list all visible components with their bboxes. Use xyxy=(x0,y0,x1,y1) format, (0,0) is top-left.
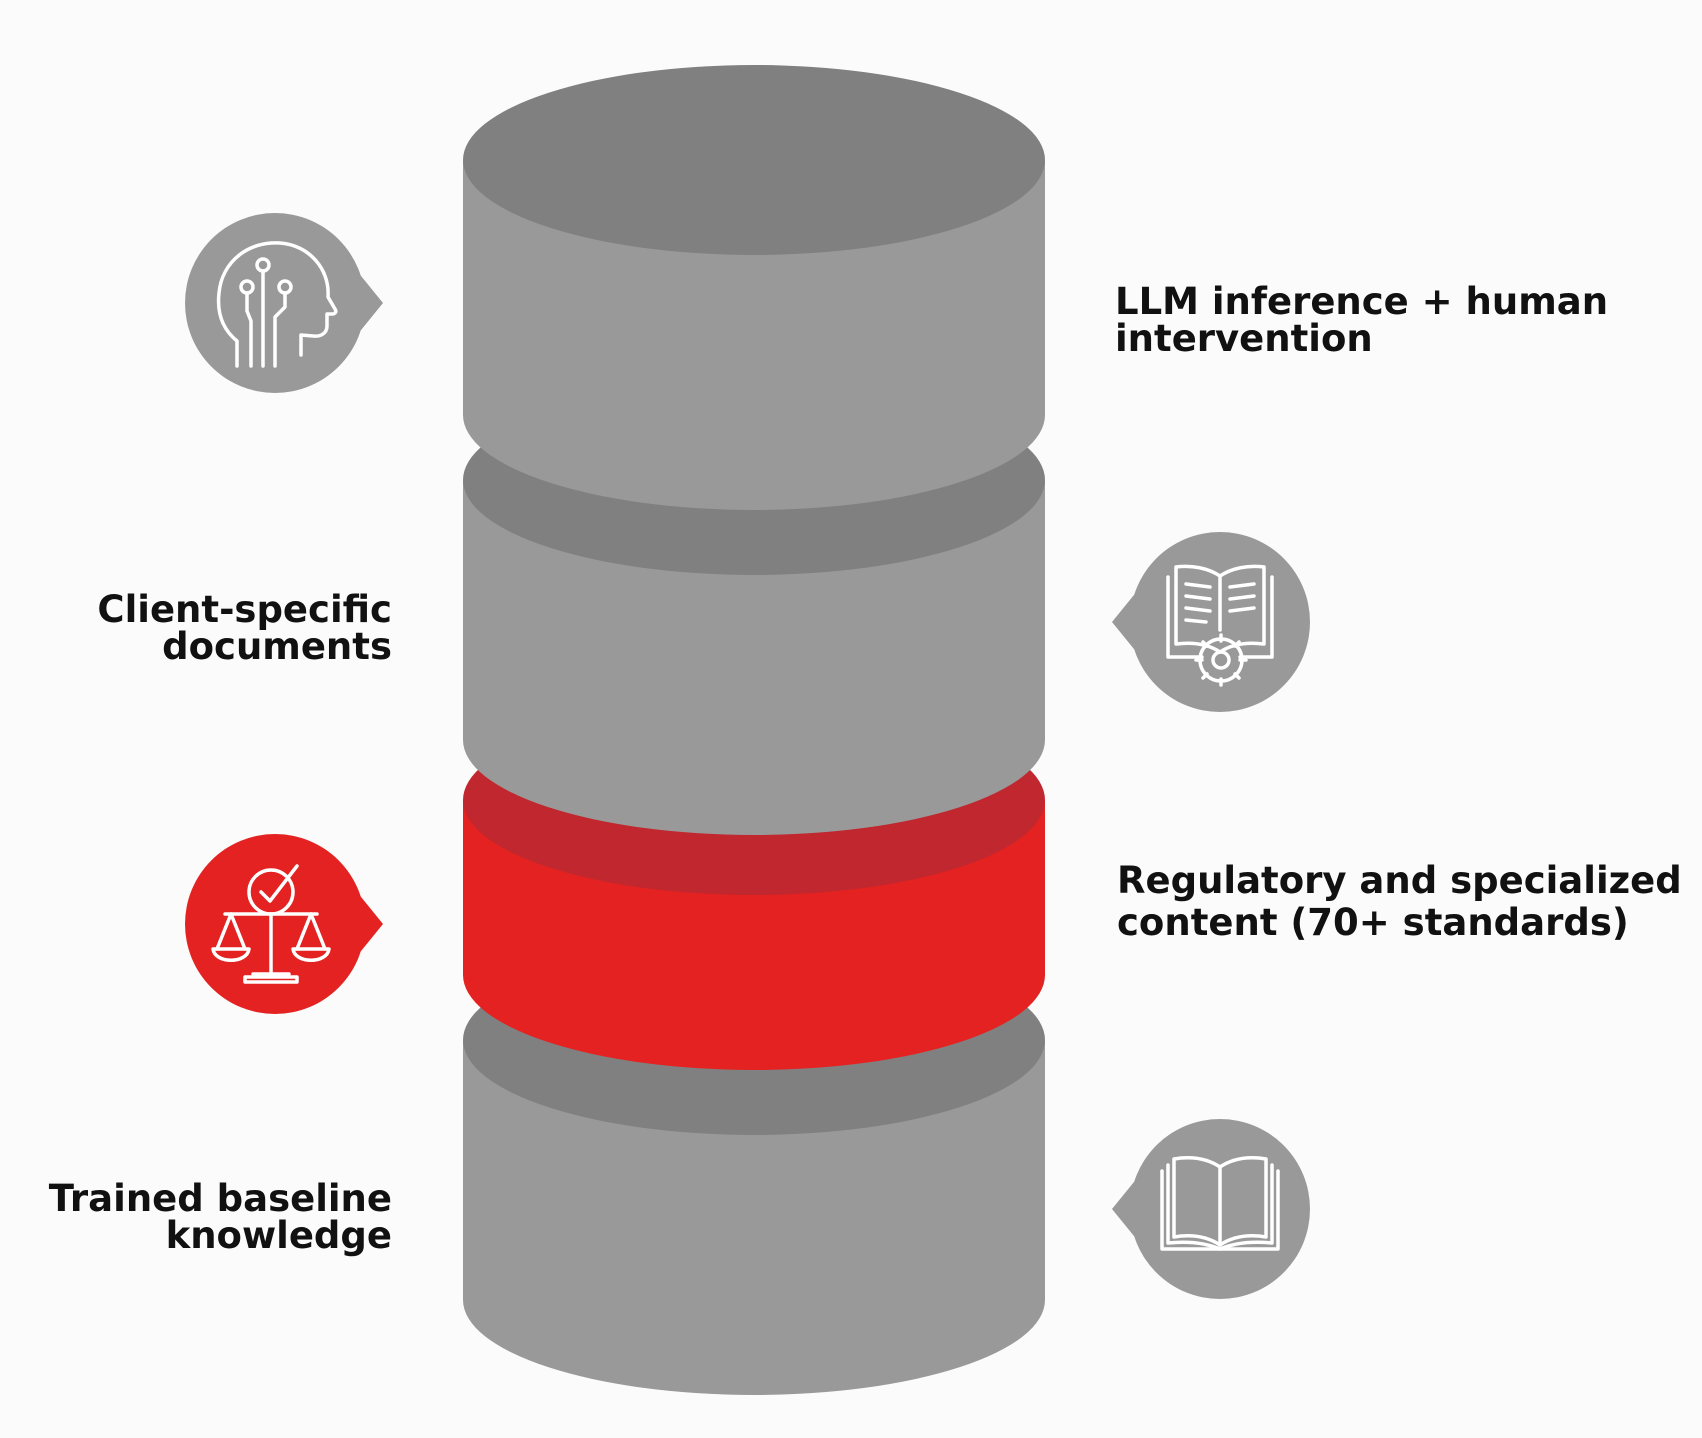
label-client-line-1: Client-specific xyxy=(97,588,392,631)
label-baseline-line-2: knowledge xyxy=(165,1214,392,1257)
book-gear-bubble xyxy=(1110,532,1310,712)
label-regulatory: Regulatory and specialized content (70+ … xyxy=(1117,860,1682,944)
segment-llm xyxy=(463,65,1045,510)
label-client: Client-specific documents xyxy=(97,591,392,665)
open-book-bubble xyxy=(1110,1119,1310,1299)
label-llm-line-2: intervention xyxy=(1115,317,1373,360)
label-llm: LLM inference + human intervention xyxy=(1115,283,1608,357)
label-regulatory-line-2: content (70+ standards) xyxy=(1117,901,1629,944)
scales-check-icon xyxy=(211,864,331,984)
ai-head-icon xyxy=(216,241,338,368)
label-baseline: Trained baseline knowledge xyxy=(49,1180,392,1254)
label-regulatory-line-1: Regulatory and specialized xyxy=(1117,859,1682,902)
book-gear-icon xyxy=(1166,564,1274,687)
label-client-line-2: documents xyxy=(162,625,392,668)
ai-head-bubble xyxy=(185,213,385,393)
label-llm-line-1: LLM inference + human xyxy=(1115,280,1609,323)
scales-check-bubble xyxy=(185,834,385,1014)
label-baseline-line-1: Trained baseline xyxy=(48,1177,392,1220)
open-book-icon xyxy=(1160,1156,1280,1251)
